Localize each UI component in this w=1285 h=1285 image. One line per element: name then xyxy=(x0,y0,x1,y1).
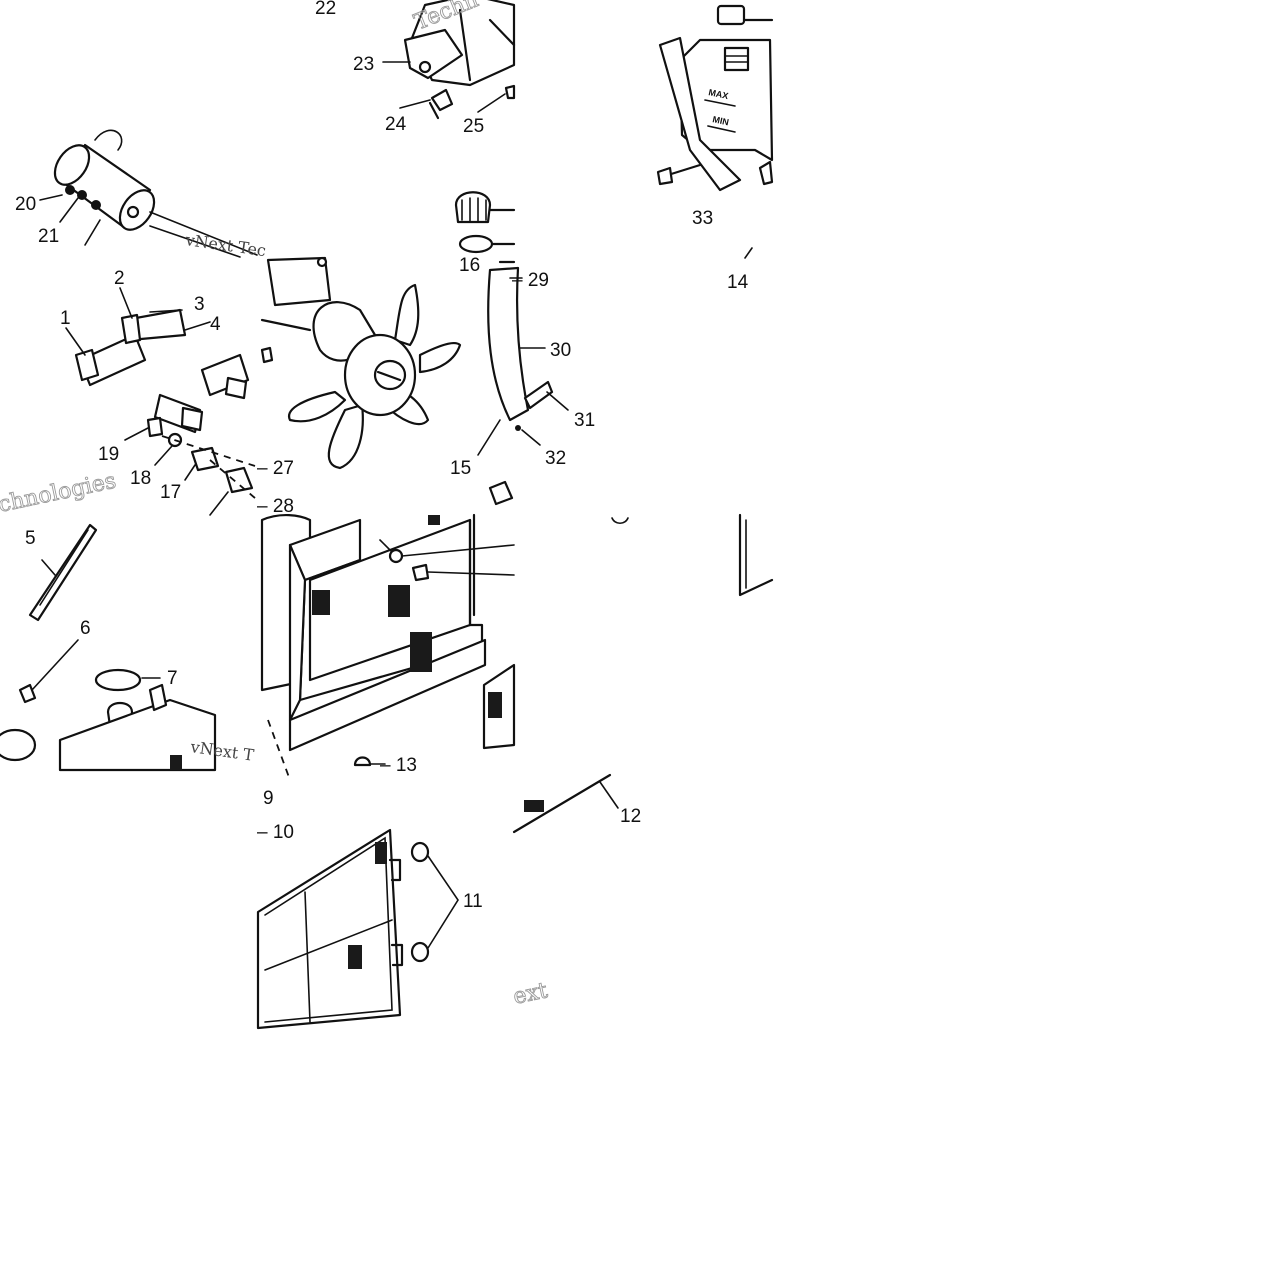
tile-cap xyxy=(454,191,516,254)
callout-17: 17 xyxy=(160,482,181,503)
watermark-brand-e: ext xyxy=(511,978,550,1010)
callout-6: 6 xyxy=(80,618,91,639)
callout-23: 23 xyxy=(353,54,374,75)
callout-15: 15 xyxy=(450,458,471,479)
callout-16: 16 xyxy=(459,255,480,276)
callout-20: 20 xyxy=(15,194,36,215)
callout-25: 25 xyxy=(463,116,484,137)
callout-5: 5 xyxy=(25,528,36,549)
callout-3: 3 xyxy=(194,294,205,315)
callout-18: 18 xyxy=(130,468,151,489)
callout-4: 4 xyxy=(210,314,221,335)
callout-11: 11 xyxy=(463,891,483,912)
tile-radiator-panel xyxy=(256,773,619,1030)
callout-21: 21 xyxy=(38,226,59,247)
callout-7: 7 xyxy=(167,668,178,689)
callout-30: 30 xyxy=(550,340,571,361)
callout-24: 24 xyxy=(385,114,407,135)
callout-12: 12 xyxy=(620,806,641,827)
callout-13: – 13 xyxy=(380,755,417,776)
callout-32: 32 xyxy=(545,448,566,469)
tile-cooling-fan xyxy=(260,256,462,470)
callout-10: – 10 xyxy=(257,822,294,843)
tile-bracket xyxy=(382,0,516,120)
tile-radiator-tube xyxy=(477,260,569,506)
tile-radiator xyxy=(260,513,516,781)
callout-1: 1 xyxy=(60,308,71,329)
callout-28: – 28 xyxy=(257,496,294,517)
callout-14: 14 xyxy=(727,272,749,293)
callout-33: 33 xyxy=(692,208,713,229)
watermark-brand-d: chnologies xyxy=(0,469,118,518)
callout-22: 22 xyxy=(315,0,336,19)
tile-hoses xyxy=(65,287,256,516)
callout-labels: 22 23 24 25 33 14 20 21 16 2 3 4 1 – 29 … xyxy=(15,0,749,912)
callout-29: – 29 xyxy=(512,270,549,291)
tile-strap xyxy=(0,523,217,772)
tank-min-label: MIN xyxy=(712,114,730,127)
callout-31: 31 xyxy=(574,410,595,431)
callout-19: 19 xyxy=(98,444,119,465)
tile-right-panel xyxy=(611,513,774,597)
callout-2: 2 xyxy=(114,268,125,289)
tile-reservoir: MAX MIN xyxy=(656,4,774,259)
tank-max-label: MAX xyxy=(708,87,730,101)
callout-9: 9 xyxy=(263,788,274,809)
callout-27: – 27 xyxy=(257,458,294,479)
watermark-brand-a: vNext Tec xyxy=(183,230,267,260)
tile-fan-motor xyxy=(39,129,258,258)
